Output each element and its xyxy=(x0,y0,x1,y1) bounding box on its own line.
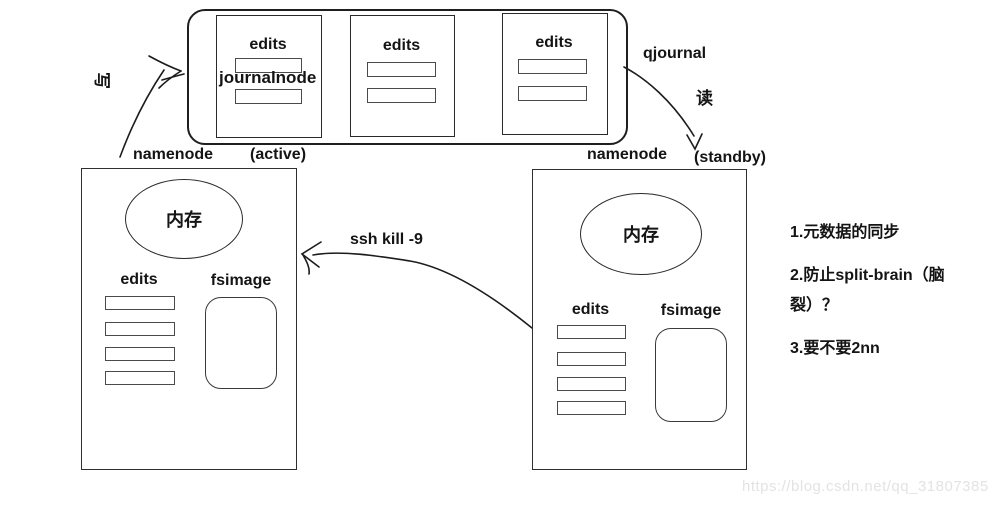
edits-label-active: edits xyxy=(120,271,158,288)
journal-cluster xyxy=(187,9,628,145)
note-item-3: 3.要不要2nn xyxy=(790,340,880,357)
memory-label-active: 内存 xyxy=(166,210,202,230)
edits-segment xyxy=(557,377,626,391)
fsimage-file-standby xyxy=(655,328,727,422)
journalnode-label: journalnode xyxy=(219,68,317,87)
qjournal-label: qjournal xyxy=(643,45,707,62)
nn-standby-state: (standby) xyxy=(694,149,766,166)
edits-segment xyxy=(105,347,175,361)
edits-segment xyxy=(518,59,587,74)
edits-segment xyxy=(105,371,175,385)
note-item-1: 1.元数据的同步 xyxy=(790,224,900,241)
edits-segment xyxy=(557,352,626,366)
nn-standby-title: namenode xyxy=(587,146,668,163)
read-arrow xyxy=(623,66,703,151)
edits-segment xyxy=(105,296,175,310)
journal-edits-label-1: edits xyxy=(249,36,287,53)
memory-ellipse-standby: 内存 xyxy=(580,193,702,275)
ssh-kill-arrow xyxy=(300,241,533,329)
memory-ellipse-active: 内存 xyxy=(125,179,243,259)
memory-label-standby: 内存 xyxy=(623,225,659,245)
edits-segment xyxy=(557,401,626,415)
journal-edits-label-3: edits xyxy=(535,34,573,51)
edits-segment xyxy=(235,58,302,73)
edits-segment xyxy=(367,62,436,77)
watermark-text: https://blog.csdn.net/qq_31807385 xyxy=(742,478,989,495)
edits-segment xyxy=(518,86,587,101)
write-arrow xyxy=(119,55,185,158)
ssh-kill-label: ssh kill -9 xyxy=(350,231,423,248)
write-label: 写 xyxy=(92,72,111,89)
fsimage-file-active xyxy=(205,297,277,389)
fsimage-label-active: fsimage xyxy=(210,272,272,289)
edits-segment xyxy=(105,322,175,336)
edits-segment xyxy=(557,325,626,339)
notes-block: 1.元数据的同步 2.防止split-brain（脑裂）？ 3.要不要2nn xyxy=(790,218,990,377)
fsimage-label-standby: fsimage xyxy=(660,302,722,319)
journal-edits-label-2: edits xyxy=(382,37,421,54)
read-label: 读 xyxy=(696,89,713,108)
nn-active-title: namenode xyxy=(133,146,214,163)
note-item-2: 2.防止split-brain（脑裂）？ xyxy=(790,267,945,314)
journalnode-box-1 xyxy=(216,15,322,138)
edits-label-standby: edits xyxy=(571,301,610,318)
journalnode-box-3 xyxy=(502,13,608,135)
edits-segment xyxy=(367,88,436,103)
edits-segment xyxy=(235,89,302,104)
nn-active-state: (active) xyxy=(250,146,307,163)
